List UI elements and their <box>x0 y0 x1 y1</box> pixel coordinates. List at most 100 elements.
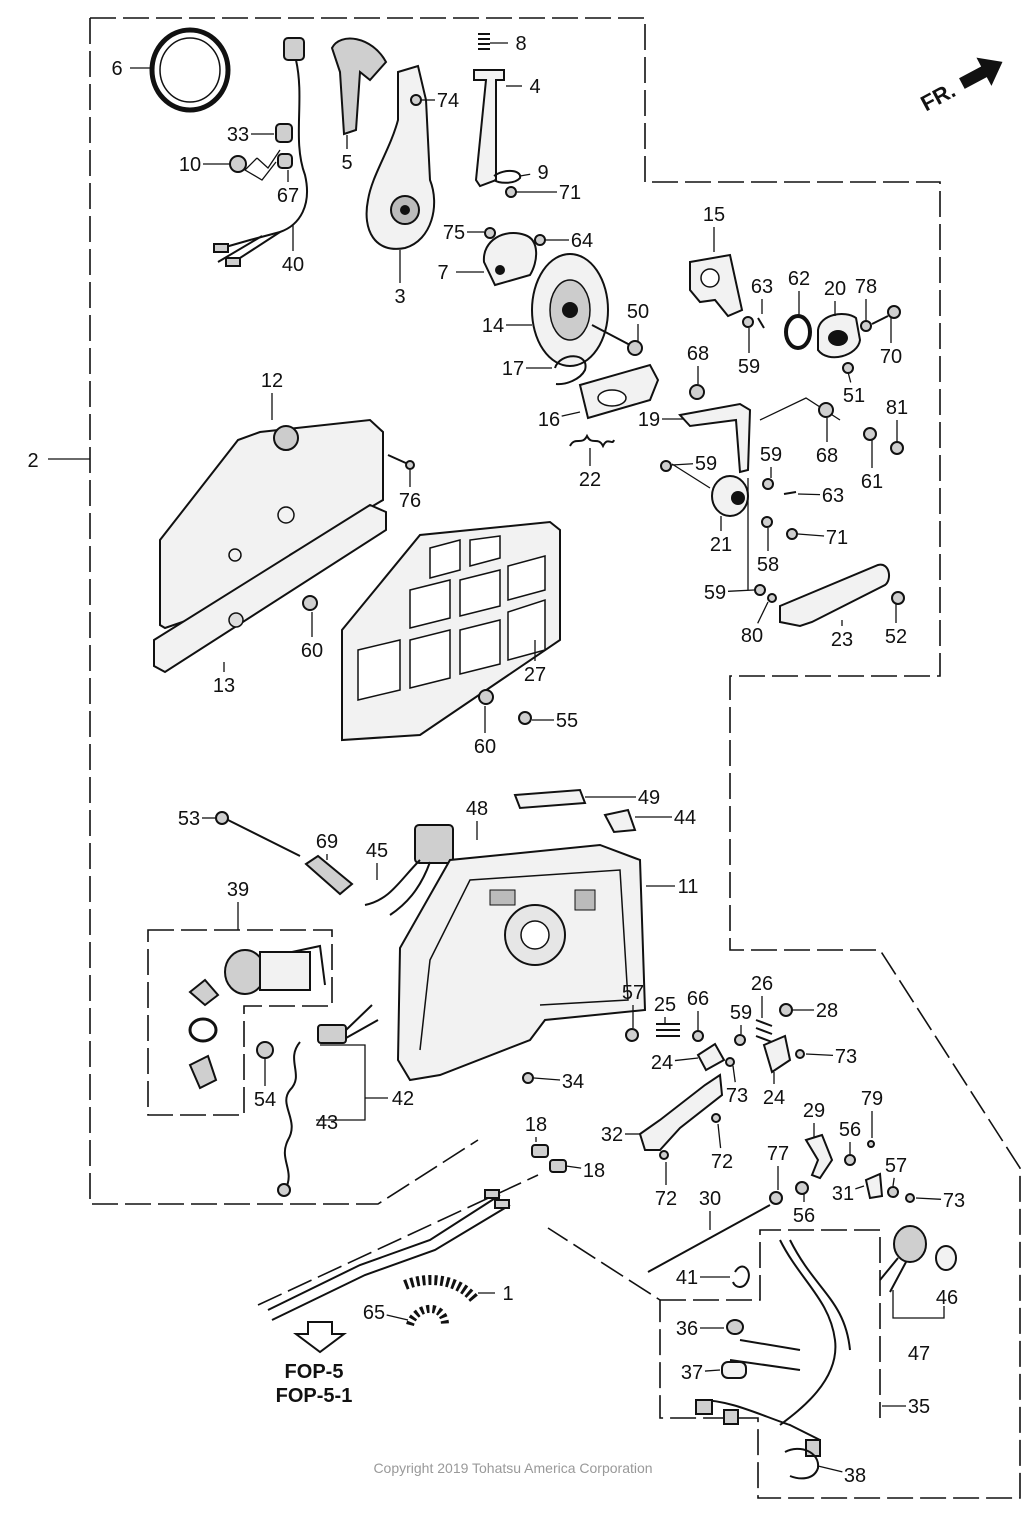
part-41-clip <box>732 1265 750 1288</box>
callout-41: 41 <box>676 1267 698 1289</box>
callout-31: 31 <box>832 1183 854 1205</box>
part-43-lanyard-cord <box>277 1041 301 1197</box>
part-36-grommet <box>726 1319 744 1335</box>
callout-1: 1 <box>502 1283 513 1305</box>
callout-7: 7 <box>437 262 448 284</box>
part-21-collar <box>711 475 749 517</box>
part-28-ball <box>779 1003 793 1017</box>
part-68-nut-a <box>689 384 705 400</box>
callout-18: 18 <box>583 1160 605 1182</box>
callout-55: 55 <box>556 710 578 732</box>
part-16-plate <box>578 363 660 420</box>
callout-59: 59 <box>730 1002 752 1024</box>
callout-59: 59 <box>738 356 760 378</box>
callout-36: 36 <box>676 1318 698 1340</box>
callout-59: 59 <box>704 582 726 604</box>
callout-34: 34 <box>562 1071 584 1093</box>
callout-73: 73 <box>943 1190 965 1212</box>
part-1-cables <box>267 1189 511 1321</box>
callout-6: 6 <box>111 58 122 80</box>
part-38-clip <box>784 1447 820 1480</box>
part-59-washer-b <box>762 478 774 490</box>
part-78-nut <box>860 320 872 332</box>
part-26-spring <box>755 1019 773 1043</box>
callout-73: 73 <box>835 1046 857 1068</box>
callout-80: 80 <box>741 625 763 647</box>
callout-18: 18 <box>525 1114 547 1136</box>
part-59-washer-e <box>734 1034 746 1046</box>
part-80-clip <box>767 593 777 603</box>
part-15-bracket <box>689 253 744 318</box>
part-60-washer-a <box>302 595 318 611</box>
part-68-nut-b <box>818 402 834 418</box>
part-64-screw <box>534 234 546 246</box>
callout-72: 72 <box>655 1188 677 1210</box>
part-33-cap <box>275 123 293 143</box>
arrow-forward-icon <box>959 57 1003 89</box>
callout-leader <box>727 589 755 592</box>
callout-28: 28 <box>816 1000 838 1022</box>
part-40-harness <box>213 37 308 267</box>
bracket-42-43 <box>316 1044 388 1121</box>
callout-61: 61 <box>861 471 883 493</box>
part-77-fitting <box>769 1191 783 1205</box>
callout-10: 10 <box>179 154 201 176</box>
callout-2: 2 <box>27 450 38 472</box>
part-51-screw <box>842 362 854 374</box>
callout-26: 26 <box>751 973 773 995</box>
part-57-nut-b <box>887 1186 899 1198</box>
callout-68: 68 <box>687 343 709 365</box>
callout-leader <box>674 1057 699 1062</box>
part-55-nut <box>518 711 532 725</box>
part-67-cap <box>277 153 293 169</box>
reference-arrow-down-icon <box>293 1321 347 1354</box>
part-9-clip <box>493 170 522 184</box>
part-32-link <box>638 1073 724 1151</box>
callout-77: 77 <box>767 1143 789 1165</box>
part-81-clip <box>890 441 904 455</box>
callout-14: 14 <box>482 315 504 337</box>
part-5-grip <box>330 37 388 136</box>
callout-leader <box>386 1314 409 1321</box>
callout-27: 27 <box>524 664 546 686</box>
part-58-washer <box>761 516 773 528</box>
part-39-ignition-switch <box>188 944 326 1007</box>
part-63-pin-a <box>757 317 765 329</box>
part-49-label <box>513 788 587 810</box>
part-14-plate <box>531 253 609 367</box>
part-75-screw <box>484 227 496 239</box>
callout-4: 4 <box>529 76 540 98</box>
part-69-sleeve <box>304 854 354 896</box>
part-56-nut-a <box>844 1154 856 1166</box>
callout-12: 12 <box>261 370 283 392</box>
callout-33: 33 <box>227 124 249 146</box>
callout-leaders <box>130 42 942 1473</box>
part-17-clip <box>554 355 587 386</box>
part-71-screw-a <box>505 186 517 198</box>
part-29-lever <box>804 1133 834 1180</box>
part-74-screw <box>410 94 422 106</box>
leader-axis-21 <box>671 463 749 590</box>
part-39-key-fob <box>188 1054 218 1090</box>
callout-leader <box>561 411 581 417</box>
callout-24: 24 <box>763 1087 785 1109</box>
callout-66: 66 <box>687 988 709 1010</box>
callout-75: 75 <box>443 222 465 244</box>
part-56-nut-b <box>795 1181 809 1195</box>
part-23-lever <box>779 563 891 628</box>
callout-8: 8 <box>515 33 526 55</box>
callout-52: 52 <box>885 626 907 648</box>
callout-70: 70 <box>880 346 902 368</box>
callout-17: 17 <box>502 358 524 380</box>
callout-37: 37 <box>681 1362 703 1384</box>
part-65-clamp <box>406 1304 449 1327</box>
callout-23: 23 <box>831 629 853 651</box>
part-19-arm <box>678 402 752 474</box>
part-59-washer-a <box>742 316 754 328</box>
part-1-conduit <box>403 1275 479 1304</box>
callout-16: 16 <box>538 409 560 431</box>
callout-45: 45 <box>366 840 388 862</box>
part-73-screw-a <box>725 1057 735 1067</box>
part-30-rod <box>647 1204 771 1273</box>
